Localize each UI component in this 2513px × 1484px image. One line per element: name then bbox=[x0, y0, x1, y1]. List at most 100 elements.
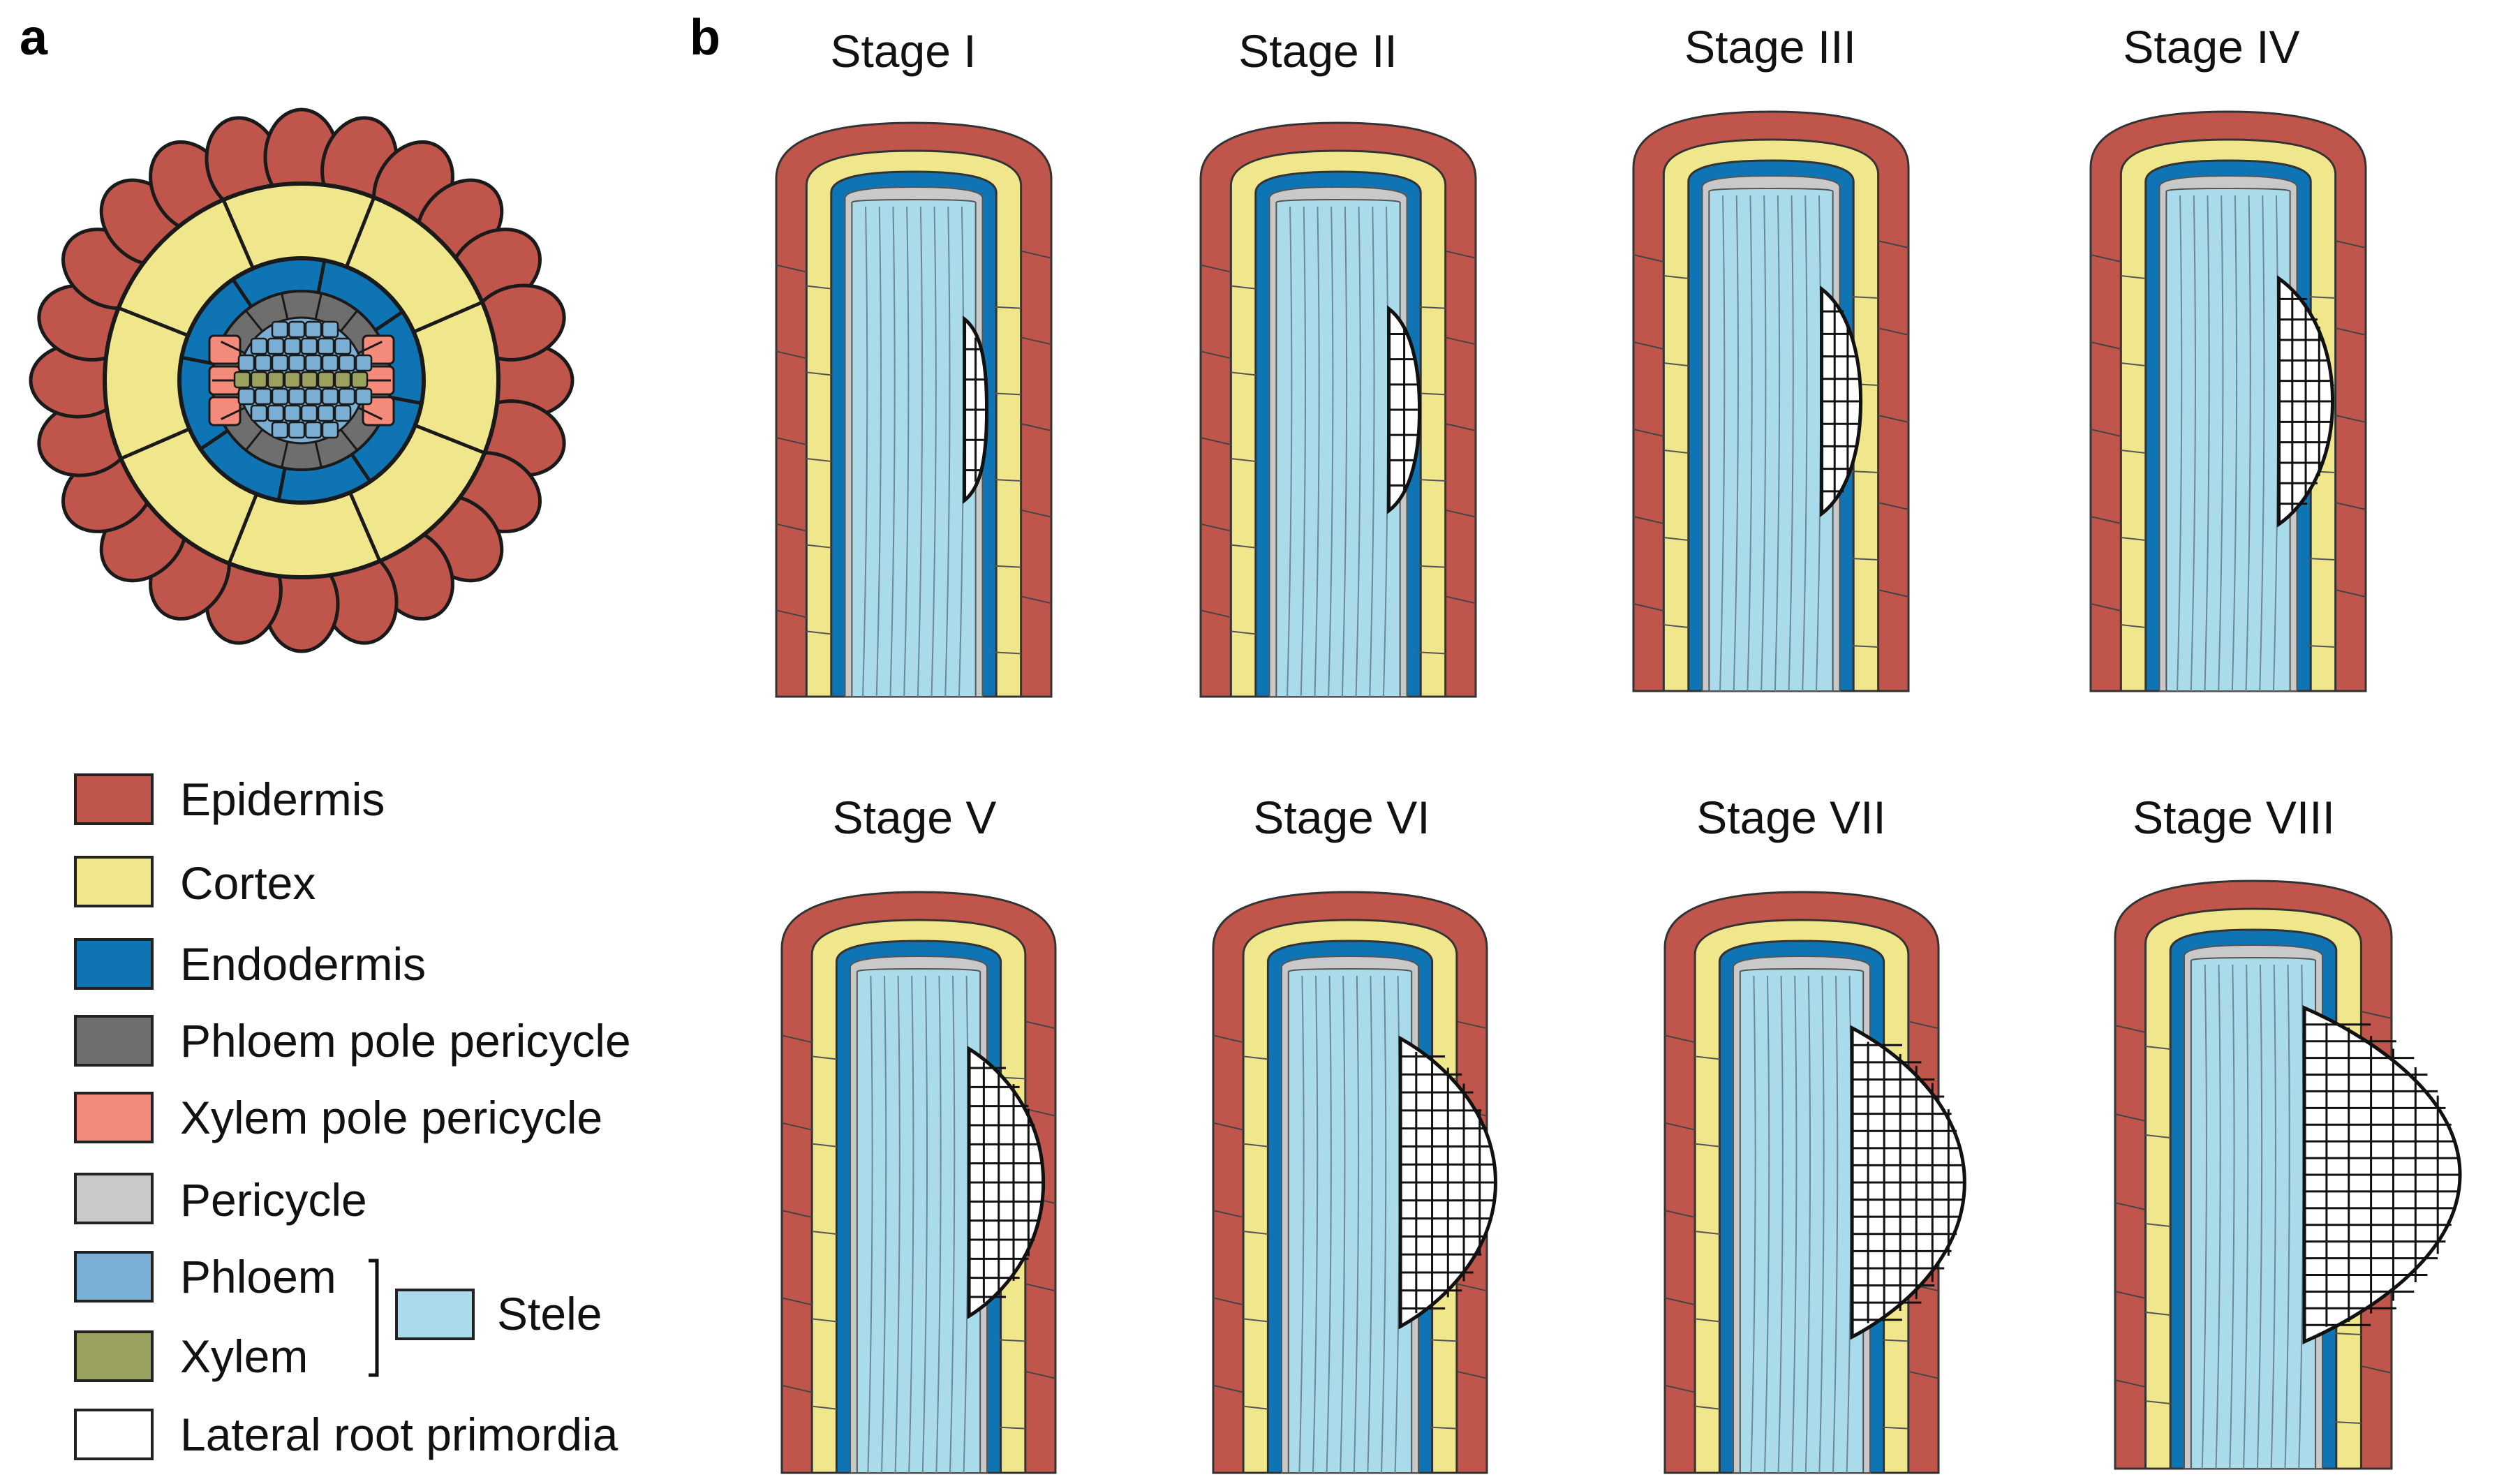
stele-cell-line bbox=[894, 975, 900, 1474]
epidermis-cross-wall bbox=[1025, 1021, 1056, 1030]
root-stage-5 bbox=[780, 891, 1057, 1474]
phloem-cell bbox=[317, 337, 335, 355]
phloem-cell bbox=[288, 421, 306, 439]
stele-cell-line bbox=[1747, 195, 1753, 692]
epidermis-cross-wall bbox=[2335, 327, 2366, 336]
epidermis-cross-wall bbox=[1021, 509, 1052, 518]
stele-cell-line bbox=[1733, 195, 1739, 692]
pericycle-cell-wall bbox=[356, 341, 383, 355]
epidermis-cross-wall bbox=[1200, 437, 1231, 445]
cortex-cross-wall bbox=[1695, 1318, 1720, 1323]
phloem-cell bbox=[283, 404, 302, 422]
stele-cell-line bbox=[1832, 975, 1839, 1474]
epidermis-cross-wall bbox=[1200, 609, 1231, 618]
panel-a-label: a bbox=[20, 10, 48, 66]
epidermis-cross-wall bbox=[1445, 509, 1476, 518]
epidermis-cross-wall bbox=[1664, 1297, 1696, 1306]
cortex-cross-wall bbox=[806, 458, 831, 462]
epidermis-cross-wall bbox=[776, 350, 807, 359]
phloem-cell bbox=[300, 337, 318, 355]
cortex-cross-wall bbox=[1663, 275, 1689, 279]
epidermis-cross-wall bbox=[1633, 341, 1664, 350]
epidermis-cross-wall bbox=[2090, 429, 2121, 437]
legend-swatch-endodermis bbox=[74, 938, 154, 990]
epidermis-cross-wall bbox=[1200, 264, 1231, 273]
cortex-cell-wall bbox=[413, 422, 486, 455]
stele-cell-line bbox=[2229, 964, 2235, 1469]
epidermis-cross-wall bbox=[2114, 1202, 2146, 1210]
cortex-cross-wall bbox=[2333, 1421, 2362, 1424]
legend-item-endodermis: Endodermis bbox=[74, 938, 426, 990]
stele-cell-line bbox=[1300, 206, 1306, 697]
cortex-cross-wall bbox=[2121, 450, 2146, 454]
root-stage-3 bbox=[1632, 110, 1910, 692]
cortex-cross-wall bbox=[1243, 1055, 1268, 1060]
stele-cell-line bbox=[1774, 195, 1781, 692]
cortex-cross-wall bbox=[812, 1405, 837, 1410]
xylem-cell bbox=[233, 371, 251, 389]
legend-swatch-phloem bbox=[74, 1251, 154, 1303]
stele-cell-line bbox=[935, 975, 942, 1474]
stele-cell-line bbox=[1750, 975, 1756, 1474]
phloem-cell bbox=[254, 387, 272, 406]
xylem-cell bbox=[300, 371, 318, 389]
stage-label-2: Stage II bbox=[1238, 25, 1398, 77]
legend-item-cortex: Cortex bbox=[74, 856, 316, 909]
cortex-cross-wall bbox=[993, 565, 1021, 568]
cortex-cross-wall bbox=[993, 392, 1021, 396]
endodermis-cell-wall bbox=[276, 466, 288, 501]
phloem-cell bbox=[267, 337, 285, 355]
epidermis-cross-wall bbox=[1213, 1034, 1244, 1044]
phloem-cell bbox=[267, 404, 285, 422]
pericycle-cell-wall bbox=[314, 292, 323, 321]
epidermis-cross-wall bbox=[2114, 1113, 2146, 1122]
cortex-cross-wall bbox=[1429, 1339, 1457, 1342]
cortex-cross-wall bbox=[2145, 1223, 2171, 1227]
stele-cell-line bbox=[2231, 195, 2238, 692]
pericycle-cell-wall bbox=[281, 292, 289, 321]
stele-cell-line bbox=[1341, 206, 1348, 697]
cortex-cross-wall bbox=[1695, 1231, 1720, 1235]
stele-cell-line bbox=[1764, 975, 1770, 1474]
phloem-cell bbox=[300, 404, 318, 422]
epidermis-cross-wall bbox=[2090, 516, 2121, 524]
epidermis-cross-wall bbox=[1213, 1210, 1244, 1218]
stele-cell-line bbox=[1340, 975, 1346, 1474]
root-stage-4 bbox=[2089, 110, 2367, 692]
endodermis-cell-wall bbox=[316, 260, 327, 295]
stage-label-7: Stage VII bbox=[1696, 792, 1886, 843]
pericycle-cell-wall bbox=[339, 427, 358, 452]
legend-item-lateral-root-primordia: Lateral root primordia bbox=[74, 1409, 618, 1460]
stele-cell-line bbox=[908, 975, 914, 1474]
stele-cell-line bbox=[875, 206, 882, 697]
stage-diagrams bbox=[775, 110, 2462, 1474]
pericycle-cell-wall bbox=[281, 440, 289, 468]
xylem-cell bbox=[267, 371, 285, 389]
stele-cell-line bbox=[1802, 195, 1808, 692]
phloem-cell bbox=[288, 354, 306, 372]
epidermis-cross-wall bbox=[2361, 1011, 2392, 1019]
epidermis-cross-wall bbox=[1213, 1384, 1244, 1393]
cortex-cross-wall bbox=[993, 479, 1021, 482]
stele-cell-line bbox=[921, 975, 928, 1474]
epidermis-cross-wall bbox=[1878, 589, 1909, 598]
epidermis-cross-wall bbox=[1025, 1283, 1056, 1292]
cortex-cross-wall bbox=[2145, 1400, 2171, 1404]
epidermis-cross-wall bbox=[1213, 1122, 1244, 1131]
epidermis-cross-wall bbox=[1633, 603, 1664, 611]
stele-cell-line bbox=[903, 206, 910, 697]
cortex-cross-wall bbox=[1663, 624, 1689, 628]
stele-cell-line bbox=[1760, 195, 1767, 692]
epidermis-cross-wall bbox=[1213, 1297, 1244, 1306]
stele-cell-line bbox=[944, 206, 951, 697]
cortex-cross-wall bbox=[2145, 1046, 2171, 1050]
cortex-cross-wall bbox=[1429, 1426, 1457, 1430]
epidermis-cross-wall bbox=[1445, 250, 1476, 259]
endodermis-cell-wall bbox=[199, 428, 231, 451]
legend-item-xylem-pole-pericycle: Xylem pole pericycle bbox=[74, 1092, 602, 1143]
epidermis-cross-wall bbox=[1908, 1370, 1939, 1379]
epidermis-cross-wall bbox=[1456, 1283, 1488, 1292]
cortex-cross-wall bbox=[1851, 296, 1878, 299]
pericycle-cell-wall bbox=[221, 341, 247, 355]
root-stage-2 bbox=[1199, 121, 1477, 698]
